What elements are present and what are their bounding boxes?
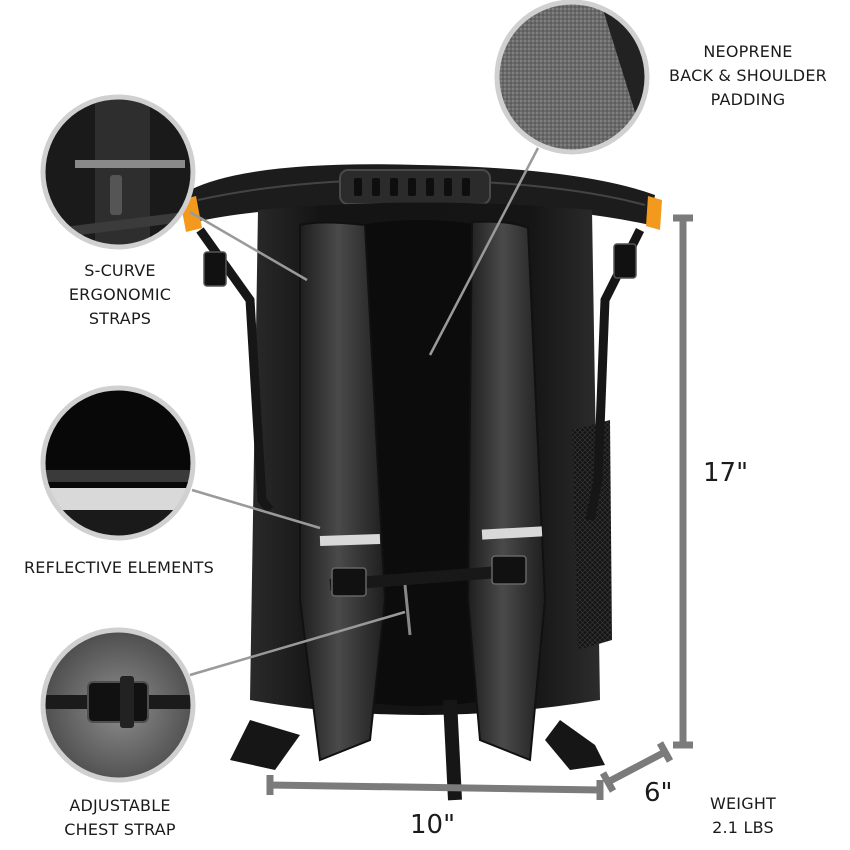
- height-dimension-line: [673, 214, 693, 749]
- straps-callout-line3: STRAPS: [88, 309, 152, 328]
- reflective-band-right: [481, 526, 543, 540]
- backpack: [180, 164, 662, 801]
- side-mesh-pocket: [572, 420, 612, 650]
- chest-strap-detail-circle: [40, 627, 196, 783]
- weight-label: WEIGHT 2.1 LBS: [688, 792, 798, 840]
- neoprene-callout-line1: NEOPRENE: [703, 42, 793, 61]
- width-dimension-label: 10": [410, 810, 456, 840]
- width-dimension-line: [266, 775, 604, 800]
- straps-callout-label: S-CURVE ERGONOMIC STRAPS: [40, 259, 200, 331]
- reflective-band-left: [319, 533, 381, 547]
- weight-label-line2: 2.1 LBS: [712, 818, 774, 837]
- callout-connectors: [189, 147, 540, 677]
- neoprene-detail-circle: [494, 0, 650, 155]
- chest-callout-line2: CHEST STRAP: [64, 820, 176, 839]
- neoprene-callout-line3: PADDING: [710, 90, 786, 109]
- neoprene-callout-line2: BACK & SHOULDER: [669, 66, 827, 85]
- reflective-detail-circle: [40, 385, 196, 541]
- straps-callout-line1: S-CURVE: [84, 261, 156, 280]
- shoulder-strap-left: [299, 221, 387, 762]
- depth-dimension-label: 6": [644, 778, 673, 808]
- roll-top-clip-right: [646, 196, 662, 230]
- neoprene-callout-label: NEOPRENE BACK & SHOULDER PADDING: [648, 40, 848, 112]
- chest-callout-line1: ADJUSTABLE: [69, 796, 171, 815]
- height-dimension-label: 17": [703, 458, 749, 488]
- reflective-callout-line1: REFLECTIVE ELEMENTS: [23, 558, 214, 577]
- reflective-callout-label: REFLECTIVE ELEMENTS: [8, 556, 230, 580]
- dimension-lines: [266, 214, 693, 800]
- chest-callout-label: ADJUSTABLE CHEST STRAP: [40, 794, 200, 842]
- weight-label-line1: WEIGHT: [709, 794, 777, 813]
- strap-detail-circle: [40, 94, 196, 250]
- depth-dimension-line: [599, 741, 674, 793]
- shoulder-strap-right: [466, 220, 547, 762]
- straps-callout-line2: ERGONOMIC: [68, 285, 172, 304]
